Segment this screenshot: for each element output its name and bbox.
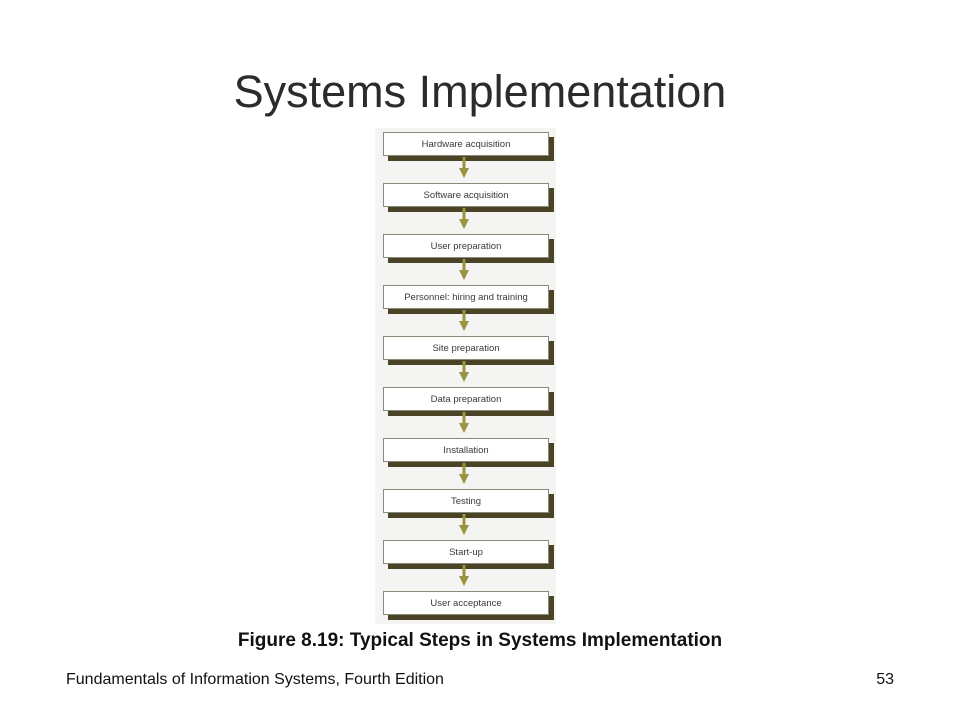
step-site-preparation: Site preparation [383, 336, 549, 360]
page-number: 53 [876, 671, 894, 688]
down-arrow-icon [459, 208, 469, 229]
figure-caption: Figure 8.19: Typical Steps in Systems Im… [237, 630, 723, 651]
down-arrow-icon [459, 259, 469, 280]
slide-title: Systems Implementation [233, 66, 727, 117]
step-hardware-acquisition: Hardware acquisition [383, 132, 549, 156]
down-arrow-icon [459, 514, 469, 535]
step-installation: Installation [383, 438, 549, 462]
step-personnel-hiring-training: Personnel: hiring and training [383, 285, 549, 309]
down-arrow-icon [459, 310, 469, 331]
step-software-acquisition: Software acquisition [383, 183, 549, 207]
down-arrow-icon [459, 565, 469, 586]
footer-book-title: Fundamentals of Information Systems, Fou… [66, 671, 444, 688]
step-start-up: Start-up [383, 540, 549, 564]
implementation-flowchart: Hardware acquisition Software acquisitio… [375, 128, 556, 624]
step-data-preparation: Data preparation [383, 387, 549, 411]
step-user-preparation: User preparation [383, 234, 549, 258]
down-arrow-icon [459, 157, 469, 178]
step-user-acceptance: User acceptance [383, 591, 549, 615]
down-arrow-icon [459, 412, 469, 433]
down-arrow-icon [459, 463, 469, 484]
down-arrow-icon [459, 361, 469, 382]
step-testing: Testing [383, 489, 549, 513]
